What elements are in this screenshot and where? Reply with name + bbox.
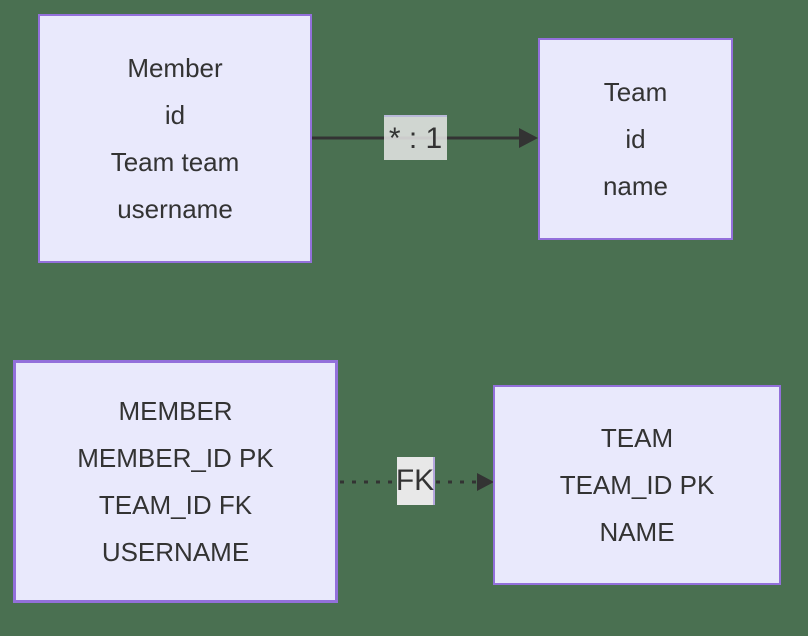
class-box-member: Member id Team team username (38, 14, 312, 263)
class-member-attribute: username (117, 193, 233, 224)
cardinality-edge-label: * : 1 (384, 115, 447, 160)
er-box-member: MEMBER MEMBER_ID PK TEAM_ID FK USERNAME (13, 360, 338, 603)
er-member-attribute: USERNAME (101, 536, 250, 567)
association-arrowhead-icon (519, 128, 538, 148)
fk-arrowhead-icon (477, 473, 494, 491)
class-team-title: Team (603, 76, 668, 107)
class-member-attribute: Team team (110, 146, 240, 177)
er-member-attribute: TEAM_ID FK (98, 489, 253, 520)
fk-edge-label: FK (396, 457, 435, 505)
er-member-attribute: MEMBER_ID PK (77, 442, 274, 473)
er-team-title: TEAM (600, 422, 674, 453)
class-team-attribute: name (602, 170, 669, 201)
er-member-title: MEMBER (118, 395, 233, 426)
er-team-attribute: TEAM_ID PK (559, 469, 715, 500)
class-team-attribute: id (625, 123, 646, 154)
class-member-attribute: id (164, 99, 186, 130)
er-box-team: TEAM TEAM_ID PK NAME (493, 385, 781, 585)
er-team-attribute: NAME (599, 516, 675, 547)
class-member-title: Member (127, 52, 223, 83)
class-box-team: Team id name (538, 38, 733, 240)
